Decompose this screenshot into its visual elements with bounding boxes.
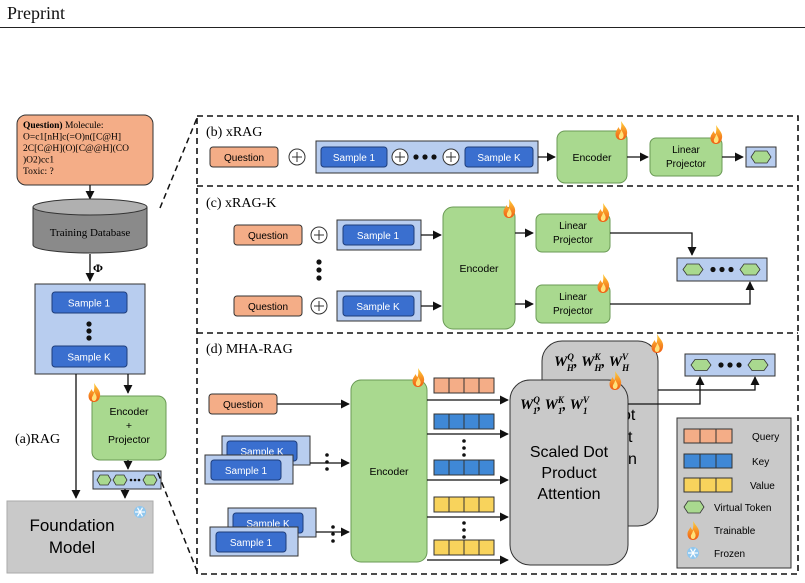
legend-label: Key [752, 457, 769, 468]
svg-text:Encoder: Encoder [369, 466, 409, 478]
key-vector [433, 459, 495, 476]
svg-text:WQ1, WK1, WV1: WQ1, WK1, WV1 [520, 395, 590, 416]
question-text: Question) Molecule: O=c1[nH]c(=O)n([C@H]… [23, 120, 131, 177]
svg-text:Model: Model [49, 538, 95, 557]
svg-text:Sample K: Sample K [67, 353, 111, 364]
encoder-projector-box [91, 395, 167, 461]
trainable-icon [88, 383, 101, 402]
trainable-icon [615, 121, 628, 140]
panel-c-xragk: (c) xRAG-K Question Sample 1 Question Sa… [206, 196, 768, 330]
panel-a-rag: Question) Molecule: O=c1[nH]c(=O)n([C@H]… [6, 114, 198, 574]
legend: Query Key Value Virtual Token Trainable … [676, 417, 792, 569]
svg-text:Sample K: Sample K [240, 447, 284, 458]
question-box [233, 224, 303, 246]
question-box [209, 146, 279, 168]
panel-d-mharag: (d) MHA-RAG Question Sample K Sample 1 S… [204, 334, 792, 569]
svg-text:WQH, WKH, WVH: WQH, WKH, WVH [554, 352, 630, 373]
query-vector [433, 377, 495, 394]
trainable-icon [597, 274, 610, 293]
svg-text:Sample 1: Sample 1 [333, 153, 376, 164]
legend-value-swatch [683, 477, 733, 493]
phi-label: Φ [93, 261, 103, 275]
svg-text:t: t [628, 429, 633, 446]
question-box [16, 114, 154, 186]
svg-text:Foundation: Foundation [29, 516, 114, 535]
trainable-icon [597, 203, 610, 222]
legend-label: Query [752, 432, 779, 443]
svg-text:Question: Question [223, 400, 263, 411]
svg-text:Sample K: Sample K [246, 519, 290, 530]
plus-icon [310, 226, 328, 244]
trainable-icon [412, 368, 425, 387]
svg-text:Linear: Linear [559, 292, 587, 303]
value-vector [433, 496, 495, 513]
svg-text:Encoder: Encoder [109, 406, 149, 418]
frozen-icon [134, 506, 146, 518]
svg-text:Question: Question [248, 302, 288, 313]
svg-text:Projector: Projector [108, 434, 151, 446]
key-vector [433, 413, 495, 430]
sample-k-box [51, 345, 128, 368]
attention-head-front [509, 379, 629, 566]
svg-text:Sample 1: Sample 1 [230, 538, 273, 549]
svg-text:Encoder: Encoder [459, 263, 499, 275]
panel-c-title: (c) xRAG-K [206, 196, 276, 211]
svg-text:Sample K: Sample K [356, 302, 400, 313]
svg-text:Linear: Linear [672, 145, 700, 156]
svg-text:Question: Question [248, 231, 288, 242]
trainable-icon [710, 125, 723, 144]
header-rule [0, 27, 805, 28]
linear-projector-box [649, 137, 723, 177]
panel-d-title: (d) MHA-RAG [206, 342, 293, 357]
svg-text:Product: Product [541, 465, 597, 482]
panel-b-title: (b) xRAG [206, 125, 262, 140]
sample-1-box [51, 291, 128, 314]
legend-label: Virtual Token [714, 503, 771, 514]
plus-icon [310, 297, 328, 315]
plus-icon [442, 148, 460, 166]
svg-text:Attention: Attention [537, 486, 600, 503]
legend-label: Trainable [714, 526, 756, 537]
encoder-box [350, 379, 428, 563]
svg-text:Scaled Dot: Scaled Dot [530, 444, 609, 461]
plus-icon [288, 148, 306, 166]
foundation-model-box [6, 500, 154, 574]
svg-text:Sample 1: Sample 1 [225, 466, 268, 477]
svg-text:+: + [126, 420, 132, 432]
svg-text:Projector: Projector [553, 235, 594, 246]
svg-text:Linear: Linear [559, 221, 587, 232]
panel-a-label: (a)RAG [15, 432, 60, 447]
svg-text:Question: Question [224, 153, 264, 164]
legend-label: Frozen [714, 549, 745, 560]
svg-text:Sample K: Sample K [477, 153, 521, 164]
virtual-token-icon [683, 500, 705, 514]
svg-text:Projector: Projector [666, 159, 707, 170]
legend-key-swatch [683, 453, 733, 469]
svg-text:Sample 1: Sample 1 [357, 231, 400, 242]
page-header: Preprint [7, 3, 65, 23]
svg-text:n: n [628, 451, 637, 468]
question-box [233, 295, 303, 317]
database-label: Training Database [50, 227, 131, 239]
plus-icon [391, 148, 409, 166]
encoder-box [442, 206, 516, 330]
value-vector [433, 539, 495, 556]
database-icon [32, 198, 148, 254]
svg-text:Encoder: Encoder [572, 152, 612, 164]
legend-label: Value [750, 481, 775, 492]
legend-query-swatch [683, 428, 733, 444]
frozen-icon [687, 547, 699, 559]
svg-text:Sample 1: Sample 1 [68, 299, 111, 310]
panel-b-xrag: (b) xRAG Question Sample 1 Sample K Enco… [206, 121, 777, 184]
svg-text:Projector: Projector [553, 306, 594, 317]
trainable-icon [503, 199, 516, 218]
trainable-icon [651, 334, 664, 353]
